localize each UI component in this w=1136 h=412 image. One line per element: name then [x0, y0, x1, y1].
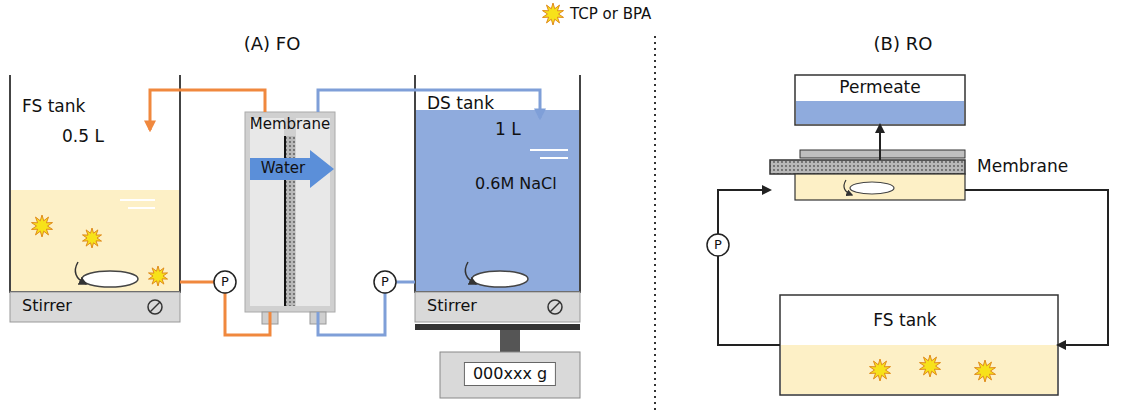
ds-tank-part: [465, 262, 476, 284]
stirrer-a: [10, 292, 180, 322]
panel-label: (A) FO: [244, 34, 301, 55]
ds-tank-part: [416, 110, 579, 291]
membrane-module-part: [250, 118, 284, 306]
panel-divider: [654, 36, 656, 410]
contaminant-star: [83, 228, 102, 248]
feed-tank: FS tank: [780, 295, 1058, 395]
stirrer-b: [415, 292, 580, 322]
stirrer-plate: Stirrer: [10, 292, 180, 322]
node-label: Permeate: [839, 78, 920, 98]
flow-line: [318, 90, 540, 118]
flow-line: [718, 190, 780, 345]
permeate-vessel-part: [795, 75, 965, 125]
fs-tank-b-part: [780, 295, 1058, 395]
contaminant-star: [870, 359, 891, 381]
stirrer-b-part: [550, 302, 560, 312]
contaminant-star: [149, 266, 168, 286]
fs-tank-a: [10, 75, 180, 292]
stirrer-a-part: [148, 300, 162, 314]
balance: [415, 324, 580, 398]
pump-symbol: [214, 271, 236, 293]
feed-tank: FS tank 0.5 L: [10, 75, 180, 292]
node-label: FS tank: [873, 311, 936, 331]
contaminant-star: [543, 3, 564, 25]
ro-cell-part: [795, 174, 965, 200]
flow-line: [318, 282, 415, 335]
balance-part: [440, 352, 580, 398]
ds-tank-part: [415, 75, 580, 292]
pump-symbol: [707, 234, 729, 256]
ds-tank: [415, 75, 580, 292]
stirrer-plate: Stirrer: [415, 292, 580, 322]
ro-cell-part: [850, 182, 894, 194]
ds-tank-part: [472, 271, 528, 287]
membrane-module: MembraneWater: [245, 112, 335, 312]
fs-tank-a-part: [10, 75, 180, 292]
legend-item: TCP or BPA: [540, 2, 651, 26]
node-label: 000xxx g: [464, 362, 556, 386]
pump-label: P: [381, 275, 389, 290]
stirrer-a-part: [150, 302, 160, 312]
permeate-vessel: Permeate: [795, 75, 965, 125]
node-label: Stirrer: [427, 297, 477, 315]
legend-sample: [540, 2, 566, 26]
balance-part: [500, 330, 520, 352]
fs-tank-b: [780, 295, 1058, 395]
ds-tank-part: [540, 157, 568, 159]
pump-label: P: [714, 238, 722, 253]
fs-tank-a-part: [82, 271, 138, 287]
membrane-module: [245, 112, 335, 324]
fs-tank-a-part: [11, 190, 179, 291]
contaminant-star: [975, 360, 996, 382]
fs-tank-a-part: [120, 199, 155, 201]
ro-cell-part: [770, 160, 965, 174]
pump-symbol: [374, 271, 396, 293]
legend-text: TCP or BPA: [570, 5, 651, 23]
membrane-module-part: [296, 118, 330, 306]
permeate-vessel-part: [796, 101, 964, 124]
node-note: 0.5 L: [62, 127, 104, 147]
ro-membrane: Membrane: [770, 160, 965, 202]
stirrer-b-part: [548, 300, 562, 314]
flow-line: [965, 190, 1108, 345]
node-note: 0.6M NaCl: [475, 175, 557, 193]
node-label: Membrane: [977, 157, 1068, 177]
node-note: 1 L: [495, 120, 521, 140]
stirrer-b-part: [415, 292, 580, 322]
fs-tank-a-part: [128, 207, 155, 209]
ro-cell-part: [800, 150, 965, 158]
node-note: Water: [261, 160, 305, 177]
water-arrow: [250, 150, 334, 188]
draw-tank: DS tank1 L 0.6M NaCl: [415, 75, 580, 292]
contaminant-star: [920, 355, 941, 377]
stirrer-a-part: [10, 292, 180, 322]
node-label: FS tank: [22, 97, 85, 117]
panel-label: (B) RO: [874, 34, 933, 55]
fs-tank-b-part: [781, 345, 1057, 394]
membrane-module-part: [245, 112, 335, 312]
permeate-vessel: [795, 75, 965, 125]
node-label: Membrane: [250, 116, 330, 133]
node-label: Stirrer: [22, 297, 72, 315]
contaminant-star: [32, 215, 53, 237]
ro-cell: [770, 150, 965, 200]
flow-line: [150, 90, 265, 130]
fs-tank-a-part: [75, 262, 86, 284]
balance-display: 000xxx g: [440, 352, 580, 398]
balance-part: [415, 324, 580, 330]
node-label: DS tank: [427, 94, 494, 114]
ro-cell-part: [844, 180, 852, 195]
flow-line: [879, 125, 881, 160]
pump-label: P: [221, 275, 229, 290]
ds-tank-part: [530, 149, 568, 151]
